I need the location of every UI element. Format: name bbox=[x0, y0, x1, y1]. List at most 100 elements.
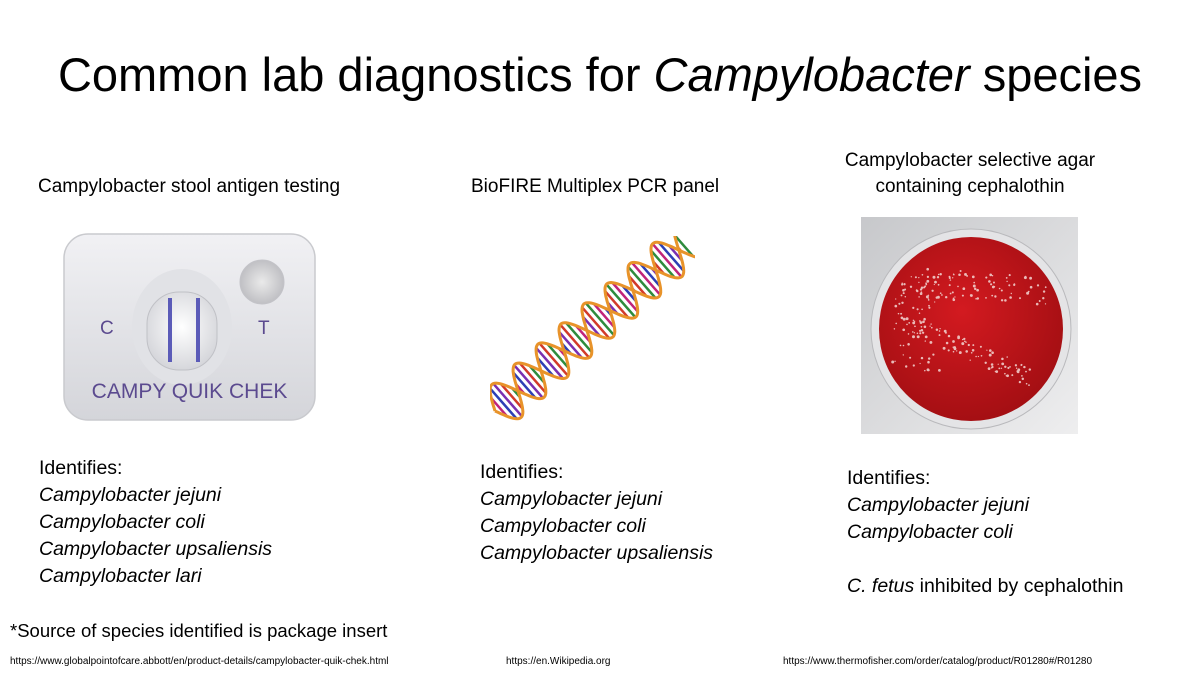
bacterial-colony bbox=[977, 355, 980, 358]
bacterial-colony bbox=[923, 317, 926, 321]
bacterial-colony bbox=[1006, 374, 1009, 378]
column-heading-agar: Campylobacter selective agar containing … bbox=[810, 148, 1130, 200]
bacterial-colony bbox=[927, 360, 930, 364]
agar-plate-image bbox=[861, 217, 1078, 434]
base-pair bbox=[518, 362, 547, 394]
base-pair bbox=[558, 331, 583, 359]
bacterial-colony bbox=[1005, 375, 1007, 377]
bacterial-colony bbox=[902, 289, 905, 292]
sample-well bbox=[239, 259, 285, 305]
bacterial-colony bbox=[919, 320, 921, 322]
bacterial-colony bbox=[1009, 296, 1012, 299]
bacterial-colony bbox=[928, 304, 930, 307]
bacterial-colony bbox=[973, 281, 976, 284]
bacterial-colony bbox=[944, 295, 948, 299]
bacterial-colony bbox=[902, 292, 905, 295]
species-item: Campylobacter coli bbox=[39, 511, 205, 533]
bacterial-colony bbox=[938, 334, 941, 337]
bacterial-colony bbox=[904, 295, 907, 298]
source-link-antigen[interactable]: https://www.globalpointofcare.abbott/en/… bbox=[10, 656, 389, 667]
bacterial-colony bbox=[949, 279, 952, 281]
bacterial-colony bbox=[1009, 366, 1011, 368]
bacterial-colony bbox=[916, 308, 919, 311]
species-item: Campylobacter coli bbox=[480, 515, 646, 537]
bacterial-colony bbox=[1005, 277, 1008, 279]
bacterial-colony bbox=[921, 273, 924, 276]
base-pair bbox=[639, 262, 662, 288]
inhibition-note: C. fetus inhibited by cephalothin bbox=[847, 573, 1123, 600]
bacterial-colony bbox=[916, 335, 920, 339]
inhibition-note-species: C. fetus bbox=[847, 575, 915, 597]
bacterial-colony bbox=[926, 279, 930, 283]
bacterial-colony bbox=[939, 327, 941, 330]
bacterial-colony bbox=[935, 296, 939, 299]
bacterial-colony bbox=[998, 287, 1001, 290]
inhibition-note-text: inhibited by cephalothin bbox=[914, 575, 1124, 597]
bacterial-colony bbox=[912, 319, 915, 322]
bacterial-colony bbox=[986, 349, 988, 351]
bacterial-colony bbox=[918, 276, 920, 279]
bacterial-colony bbox=[927, 299, 930, 301]
bacterial-colony bbox=[963, 340, 966, 343]
bacterial-colony bbox=[920, 325, 923, 328]
bacterial-colony bbox=[1006, 356, 1008, 358]
bacterial-colony bbox=[991, 274, 994, 277]
bacterial-colony bbox=[1004, 299, 1007, 302]
bacterial-colony bbox=[935, 328, 939, 332]
bacterial-colony bbox=[965, 341, 967, 343]
bacterial-colony bbox=[925, 295, 929, 299]
test-line bbox=[196, 298, 200, 362]
bacterial-colony bbox=[1029, 276, 1032, 280]
bacterial-colony bbox=[909, 285, 913, 288]
bacterial-colony bbox=[929, 340, 933, 344]
quik-chek-cassette-image: C T CAMPY QUIK CHEK bbox=[62, 232, 317, 422]
source-link-agar[interactable]: https://www.thermofisher.com/order/catal… bbox=[783, 656, 1093, 667]
bacterial-colony bbox=[923, 325, 927, 329]
bacterial-colony bbox=[942, 346, 946, 350]
bacterial-colony bbox=[952, 350, 955, 353]
bacterial-colony bbox=[1023, 365, 1026, 369]
bacterial-colony bbox=[976, 297, 980, 300]
dna-helix-image bbox=[488, 226, 702, 421]
bacterial-colony bbox=[967, 343, 970, 347]
bacterial-colony bbox=[927, 294, 930, 297]
bacterial-colony bbox=[918, 296, 920, 298]
bacterial-colony bbox=[920, 356, 924, 360]
bacterial-colony bbox=[948, 284, 951, 287]
bacterial-colony bbox=[902, 354, 904, 356]
bacterial-colony bbox=[972, 284, 976, 288]
bacterial-colony bbox=[1029, 285, 1033, 289]
bacterial-colony bbox=[927, 357, 931, 360]
bacterial-colony bbox=[920, 328, 924, 332]
bacterial-colony bbox=[1025, 370, 1027, 373]
bacterial-colony bbox=[900, 312, 903, 315]
bacterial-colony bbox=[928, 306, 931, 309]
bacterial-colony bbox=[952, 273, 955, 275]
identifies-list-antigen: Identifies: Campylobacter jejuni Campylo… bbox=[39, 455, 272, 590]
species-item: Campylobacter jejuni bbox=[847, 494, 1030, 516]
bacterial-colony bbox=[966, 274, 969, 277]
bacterial-colony bbox=[902, 317, 906, 321]
bacterial-colony bbox=[1001, 357, 1004, 361]
bacterial-colony bbox=[900, 294, 903, 297]
bacterial-colony bbox=[1008, 274, 1011, 277]
footnote: *Source of species identified is package… bbox=[10, 620, 388, 641]
bacterial-colony bbox=[1021, 377, 1025, 381]
bacterial-colony bbox=[895, 322, 897, 325]
bacterial-colony bbox=[920, 286, 924, 289]
bacterial-colony bbox=[926, 368, 930, 372]
bacterial-colony bbox=[895, 298, 897, 300]
cassette-brand-label: CAMPY QUIK CHEK bbox=[91, 380, 288, 403]
source-link-pcr[interactable]: https://en.Wikipedia.org bbox=[506, 656, 611, 667]
bacterial-colony bbox=[954, 296, 956, 298]
bacterial-colony bbox=[939, 273, 942, 276]
base-pair bbox=[559, 323, 591, 359]
bacterial-colony bbox=[937, 283, 940, 286]
bacterial-colony bbox=[989, 273, 993, 277]
bacterial-colony bbox=[1023, 276, 1027, 280]
bacterial-colony bbox=[957, 285, 959, 288]
bacterial-colony bbox=[976, 288, 979, 292]
bacterial-colony bbox=[905, 317, 909, 321]
bacterial-colony bbox=[1004, 372, 1006, 375]
bacterial-colony bbox=[1035, 302, 1039, 306]
